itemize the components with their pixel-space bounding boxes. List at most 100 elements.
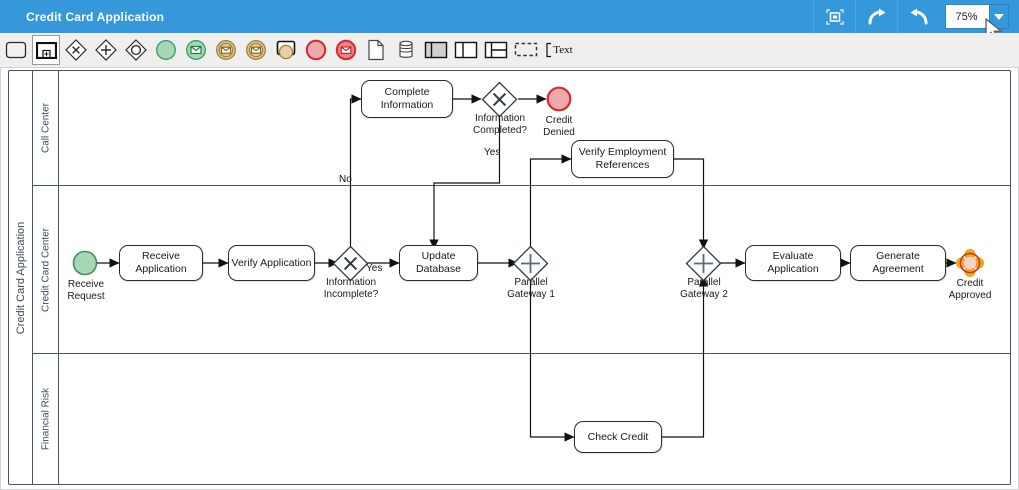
intermediate-message-throw-event-icon	[246, 40, 266, 60]
task-verify-employment-references-label: Verify Employment References	[578, 146, 667, 171]
start-message-event-icon	[186, 40, 206, 60]
data-store-tool[interactable]	[392, 35, 420, 65]
intermediate-message-catch-event-icon	[216, 40, 236, 60]
gateway-information-incomplete-label: Information Incomplete?	[323, 277, 379, 300]
zoom-value: 75%	[955, 10, 978, 23]
task-icon	[5, 41, 27, 59]
task-check-credit[interactable]: Check Credit	[574, 421, 662, 453]
parallel-gateway-icon	[95, 39, 117, 61]
lane-horizontal-icon	[484, 41, 508, 59]
task-verify-employment-references[interactable]: Verify Employment References	[571, 140, 674, 178]
end-event-tool[interactable]	[302, 35, 330, 65]
task-complete-information[interactable]: Complete Information	[361, 80, 453, 118]
flow-completed-yes-to-update-database	[429, 112, 501, 250]
lane-horizontal-tool[interactable]	[482, 35, 510, 65]
task-verify-application-label: Verify Application	[231, 256, 312, 269]
text-annotation-bracket-icon	[546, 42, 552, 58]
task-complete-information-label: Complete Information	[380, 86, 434, 111]
flow-label-no-completed: No	[339, 174, 352, 185]
pool-label[interactable]: Credit Card Application	[9, 71, 33, 484]
sequence-flows	[95, 94, 957, 442]
end-message-event-tool[interactable]	[332, 35, 360, 65]
inclusive-gateway-icon	[125, 39, 147, 61]
flow-parallel1-to-check-credit	[529, 275, 575, 442]
task-receive-application[interactable]: Receive Application	[119, 245, 203, 281]
data-object-icon	[368, 39, 384, 61]
page-title: Credit Card Application	[26, 9, 165, 24]
start-event-icon	[156, 40, 176, 60]
zoom-dropdown-button[interactable]	[989, 5, 1008, 28]
gateway-parallel-2-label: Parallel Gateway 2	[680, 277, 728, 300]
lane-financial-risk-header[interactable]: Financial Risk	[33, 354, 59, 484]
task-receive-application-label: Receive Application	[135, 250, 187, 275]
text-annotation-tool[interactable]: Text	[542, 35, 576, 65]
task-evaluate-application-label: Evaluate Application	[767, 250, 819, 275]
event-credit-approved-label: Credit Approved	[948, 278, 992, 301]
task-check-credit-label: Check Credit	[587, 430, 649, 443]
event-credit-denied[interactable]	[545, 85, 573, 113]
task-update-database-label: Update Database	[416, 250, 461, 275]
start-message-event-tool[interactable]	[182, 35, 210, 65]
bpmn-shapes: Complete Information Verify Employment R…	[9, 71, 1012, 486]
end-message-event-icon	[335, 39, 357, 61]
lane-vertical-tool[interactable]	[452, 35, 480, 65]
data-store-icon	[399, 40, 413, 58]
group-tool[interactable]	[512, 35, 540, 65]
lane-call-center-header[interactable]: Call Center	[33, 71, 59, 185]
boundary-event-icon	[276, 40, 296, 60]
flow-check-credit-to-parallel2	[662, 276, 709, 438]
undo-button[interactable]	[897, 0, 939, 33]
end-event-icon	[305, 39, 327, 61]
redo-button[interactable]	[855, 0, 897, 33]
undo-icon	[910, 8, 927, 24]
data-object-tool[interactable]	[362, 35, 390, 65]
pool-icon	[424, 41, 448, 59]
intermediate-message-throw-event-tool[interactable]	[242, 35, 270, 65]
title-bar: Credit Card Application 7	[0, 0, 1019, 33]
gateway-information-completed-label: Information Completed?	[473, 113, 527, 136]
flow-parallel1-to-verify-employment	[529, 154, 572, 251]
event-receive-request[interactable]	[71, 249, 99, 277]
chevron-down-icon	[994, 13, 1004, 20]
task-generate-agreement-label: Generate Agreement	[872, 250, 924, 275]
fit-to-screen-button[interactable]	[813, 0, 855, 33]
task-evaluate-application[interactable]: Evaluate Application	[745, 245, 841, 281]
flow-incomplete-to-complete-information	[349, 94, 362, 251]
gateway-parallel-1[interactable]	[512, 245, 549, 282]
gateway-information-incomplete[interactable]	[332, 245, 369, 282]
flow-label-yes-completed: Yes	[484, 147, 501, 158]
zoom-select[interactable]: 75%	[945, 4, 1009, 29]
pool-tool[interactable]	[422, 35, 450, 65]
fit-to-screen-icon	[825, 8, 844, 25]
gateway-information-completed[interactable]	[481, 81, 518, 118]
inclusive-gateway-tool[interactable]	[122, 35, 150, 65]
lane-vertical-icon	[454, 41, 478, 59]
parallel-gateway-tool[interactable]	[92, 35, 120, 65]
subprocess-icon	[35, 41, 57, 59]
gateway-parallel-2[interactable]	[685, 245, 722, 282]
group-icon	[514, 42, 538, 57]
process-pool: Credit Card Application Call Center Cred…	[8, 70, 1011, 485]
event-credit-denied-label: Credit Denied	[543, 115, 575, 138]
lane-financial-risk[interactable]: Financial Risk	[33, 354, 1010, 484]
lane-credit-card-center-header[interactable]: Credit Card Center	[33, 186, 59, 353]
shape-palette: Text	[0, 33, 1019, 68]
diagram-canvas[interactable]: Credit Card Application Call Center Cred…	[0, 67, 1019, 490]
intermediate-message-catch-event-tool[interactable]	[212, 35, 240, 65]
task-update-database[interactable]: Update Database	[399, 245, 478, 281]
redo-icon	[868, 8, 885, 24]
event-credit-approved[interactable]	[955, 248, 985, 278]
subprocess-tool[interactable]	[32, 35, 60, 65]
task-generate-agreement[interactable]: Generate Agreement	[850, 245, 946, 281]
task-verify-application[interactable]: Verify Application	[228, 245, 315, 281]
gateway-parallel-1-label: Parallel Gateway 1	[507, 277, 555, 300]
exclusive-gateway-tool[interactable]	[62, 35, 90, 65]
lane-credit-card-center[interactable]: Credit Card Center	[33, 186, 1010, 354]
lane-call-center[interactable]: Call Center	[33, 71, 1010, 186]
task-tool[interactable]	[2, 35, 30, 65]
boundary-event-tool[interactable]	[272, 35, 300, 65]
start-event-tool[interactable]	[152, 35, 180, 65]
exclusive-gateway-icon	[65, 39, 87, 61]
text-annotation-label: Text	[553, 44, 573, 56]
